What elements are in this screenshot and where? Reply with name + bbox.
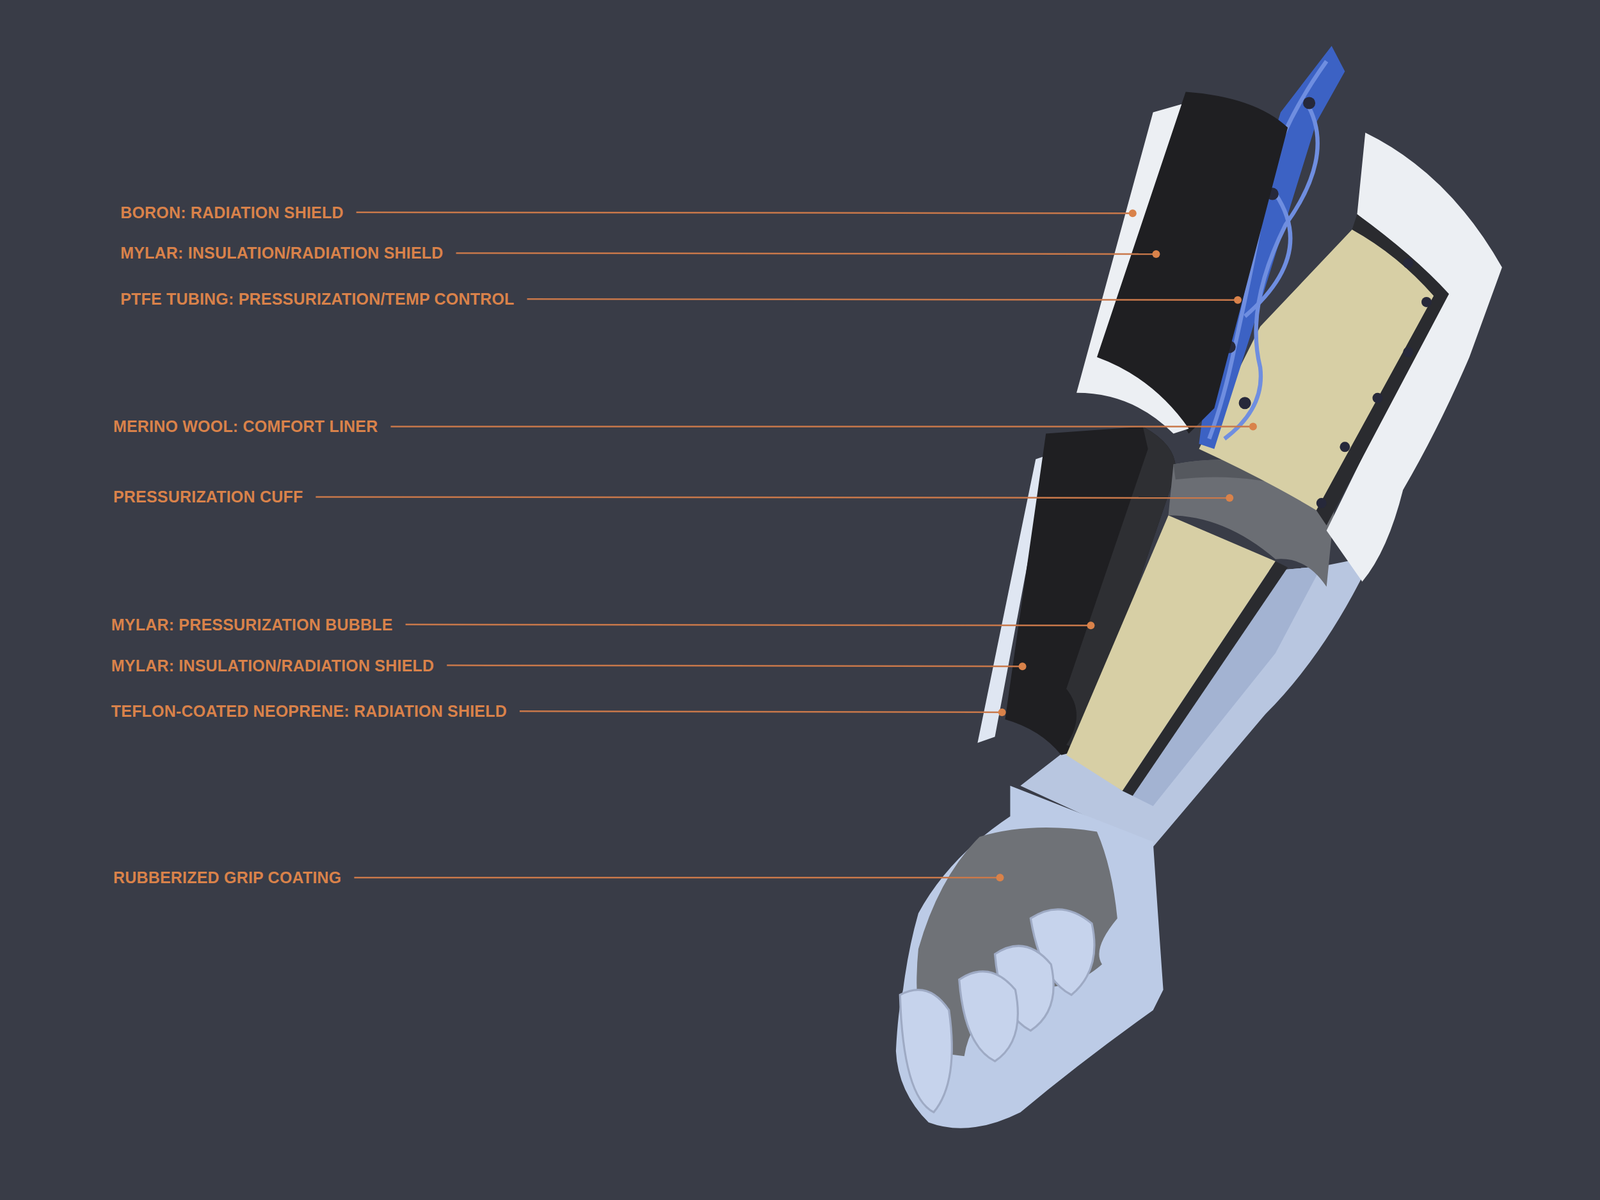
leader-line — [315, 496, 1230, 498]
leader-line — [446, 665, 1023, 667]
wool-liner — [1066, 515, 1276, 791]
leader-line — [456, 252, 1157, 255]
callout-label: TEFLON-COATED NEOPRENE: RADIATION SHIELD — [111, 701, 507, 721]
leader-dot — [1225, 494, 1234, 502]
callout-label: PRESSURIZATION CUFF — [113, 487, 303, 507]
callout-label: PTFE TUBING: PRESSURIZATION/TEMP CONTROL — [120, 289, 514, 309]
leader-line — [353, 876, 1000, 879]
leader-dot — [1128, 209, 1137, 217]
callout-label: BORON: RADIATION SHIELD — [120, 202, 344, 223]
leader-line — [527, 298, 1238, 301]
leader-dot — [1018, 662, 1027, 671]
leader-dot — [1086, 621, 1095, 630]
callout-label: MYLAR: PRESSURIZATION BUBBLE — [111, 615, 393, 635]
callout-label: RUBBERIZED GRIP COATING — [113, 867, 342, 888]
boron-layer — [1076, 104, 1189, 434]
callout-label: MERINO WOOL: COMFORT LINER — [113, 416, 379, 436]
callout-label: MYLAR: INSULATION/RADIATION SHIELD — [120, 243, 443, 263]
leader-dot — [996, 873, 1005, 882]
leader-line — [390, 425, 1253, 428]
leader-dot — [1152, 250, 1160, 258]
glove — [896, 785, 1164, 1129]
callout-label: MYLAR: INSULATION/RADIATION SHIELD — [111, 656, 434, 676]
leader-line — [356, 212, 1133, 214]
leader-dot — [1249, 422, 1257, 431]
leader-dot — [998, 708, 1007, 717]
leader-dot — [1233, 296, 1242, 304]
leader-line — [519, 711, 1003, 713]
leader-line — [405, 624, 1092, 626]
